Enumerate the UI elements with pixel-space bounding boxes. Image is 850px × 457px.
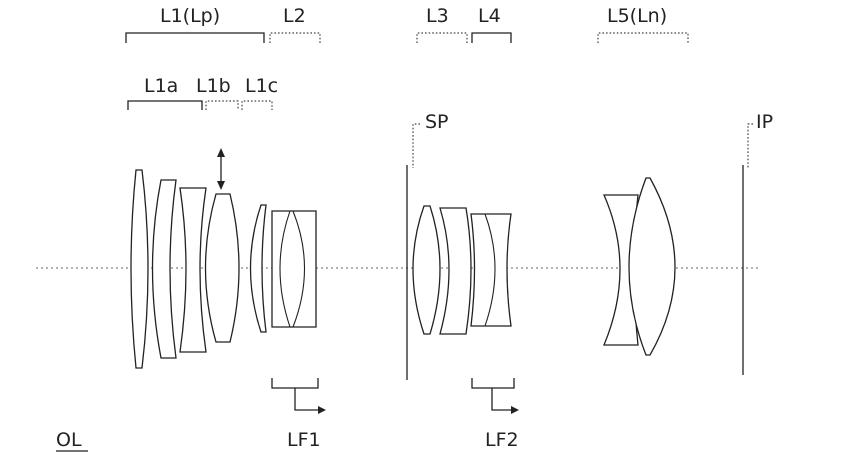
bracket-l1c (241, 100, 273, 110)
bracket-lf2 (471, 378, 515, 389)
label-ol: OL (56, 429, 82, 451)
lens-l1a-2 (151, 179, 177, 359)
lens-l3-2 (439, 207, 472, 335)
bracket-l4 (471, 32, 512, 43)
arrow-right-icon (491, 388, 519, 414)
lens-l1a-1 (130, 169, 149, 369)
bracket-l1a (127, 100, 203, 110)
label-l1a: L1a (144, 75, 178, 97)
bracket-l3 (416, 32, 468, 43)
label-ip: IP (756, 111, 773, 133)
label-l1c: L1c (245, 75, 278, 97)
label-lf1: LF1 (287, 429, 321, 451)
lens-l5-2 (628, 177, 676, 356)
lens-l4 (470, 213, 512, 327)
lens-l1b (204, 193, 240, 343)
label-l1: L1(Lp) (160, 5, 220, 27)
bracket-l2 (269, 32, 321, 43)
lens-l1c (249, 204, 267, 333)
lens-l1a-3 (179, 187, 207, 353)
label-sp: SP (425, 111, 449, 133)
label-l4: L4 (478, 5, 501, 27)
label-lf2: LF2 (485, 429, 519, 451)
lens-l3-1 (412, 205, 441, 335)
sp-leader (412, 123, 420, 168)
lens-l2 (271, 210, 317, 328)
ip-leader (747, 123, 753, 168)
bracket-l1b (205, 100, 239, 110)
label-l5: L5(Ln) (607, 5, 667, 27)
bracket-l1 (125, 32, 265, 43)
bracket-lf1 (271, 378, 319, 389)
arrow-right-icon (294, 388, 326, 414)
label-l2: L2 (283, 5, 306, 27)
bracket-l5 (597, 32, 689, 43)
label-l3: L3 (426, 5, 449, 27)
label-l1b: L1b (196, 75, 231, 97)
double-arrow-icon (217, 148, 225, 190)
